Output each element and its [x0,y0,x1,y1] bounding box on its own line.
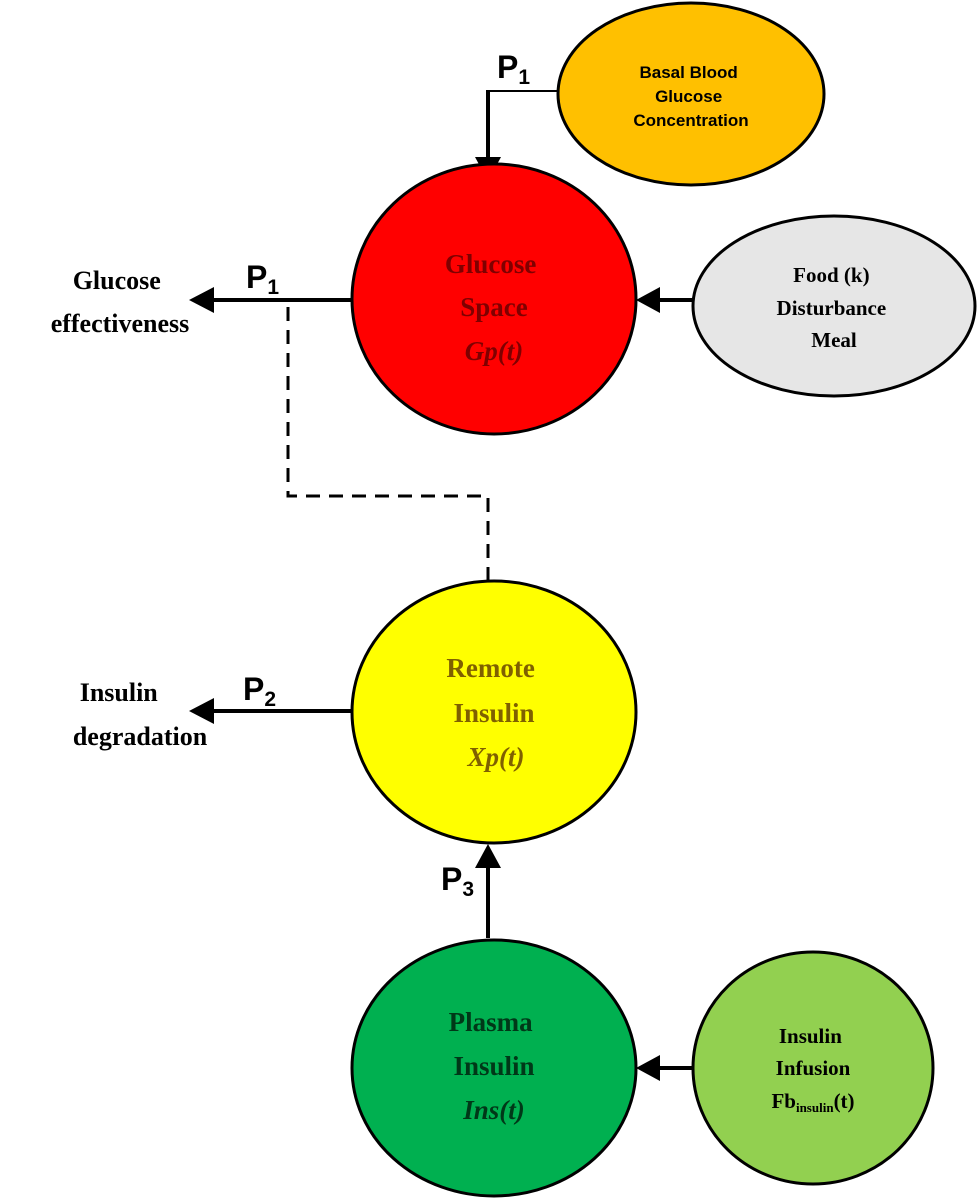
glucose-space-label: Glucose Space [445,249,543,322]
food-to-glucose-arrowhead [636,287,660,313]
plasma-insulin-label: Plasma Insulin [449,1007,540,1081]
food-disturbance-node: Food (k) Disturbance Meal [691,214,977,398]
basal-glucose-ellipse [556,1,826,187]
param-p3-label: P3 [441,861,474,901]
insulin-infusion-ellipse [691,950,935,1186]
plasma-to-remote-arrowhead [475,844,501,868]
glucose-space-node: Glucose Space Gp(t) [350,162,638,436]
insulin-infusion-label: Insulin Infusion [776,1024,851,1080]
plasma-insulin-node: Plasma Insulin Ins(t) [350,938,638,1198]
plasma-insulin-symbol: Ins(t) [462,1095,525,1125]
param-p1-basal-label: P1 [497,49,530,89]
insulin-infusion-node: Insulin Infusion Fbinsulin(t) [691,950,935,1186]
basal-glucose-node: Basal Blood Glucose Concentration [556,1,826,187]
glucose-space-symbol: Gp(t) [465,336,523,366]
remote-insulin-label: Remote Insulin [446,653,541,728]
remote-insulin-action-dashed-link [286,302,490,581]
food-disturbance-ellipse [691,214,977,398]
glucose-space-circle [350,162,638,436]
param-p2-label: P2 [243,671,276,711]
food-disturbance-label: Food (k) Disturbance Meal [777,263,892,352]
remote-insulin-node: Remote Insulin Xp(t) [350,579,638,845]
remote-insulin-circle [350,579,638,845]
infusion-to-plasma-arrowhead [636,1055,660,1081]
param-p1-effectiveness-label: P1 [246,259,279,299]
insulin-infusion-fb-label: Fbinsulin(t) [771,1089,854,1115]
insulin-degradation-label: Insulin degradation [73,678,208,751]
glucose-effectiveness-label: Glucose effectiveness [51,266,190,338]
basal-glucose-label: Basal Blood Glucose Concentration [633,63,748,130]
insulin-degradation-arrowhead [189,698,214,724]
glucose-effectiveness-arrowhead [189,287,214,313]
plasma-insulin-circle [350,938,638,1198]
remote-insulin-symbol: Xp(t) [467,742,525,772]
